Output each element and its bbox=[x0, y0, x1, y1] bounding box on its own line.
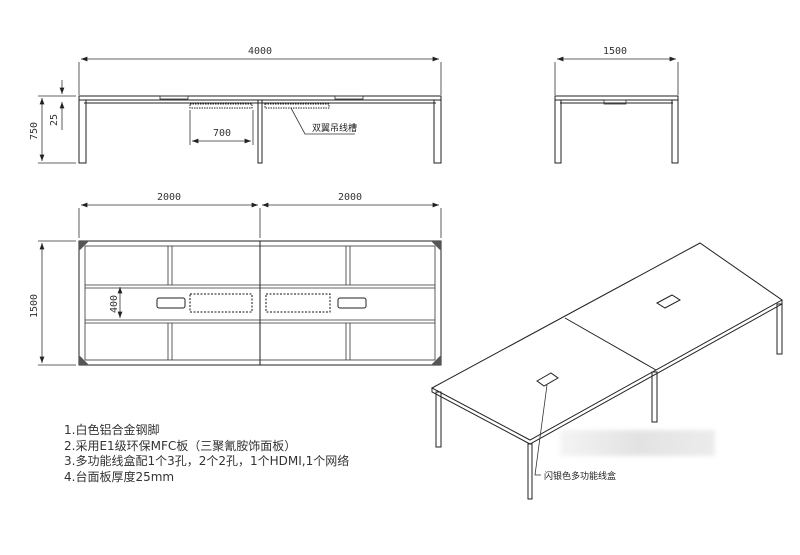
cable-tray-right bbox=[264, 103, 330, 109]
cable-grid-right bbox=[265, 293, 331, 313]
dim-inner: 400 bbox=[109, 295, 120, 313]
notes-list: 1.白色铝合金钢脚 2.采用E1级环保MFC板（三聚氰胺饰面板） 3.多功能线盒… bbox=[64, 423, 349, 485]
note-item: 2.采用E1级环保MFC板（三聚氰胺饰面板） bbox=[64, 438, 297, 453]
cable-tray-left bbox=[189, 103, 253, 109]
tabletop bbox=[78, 95, 442, 101]
dim-left: 2000 bbox=[157, 192, 181, 203]
note-item: 3.多功能线盒配1个3孔，2个2孔，1个HDMI,1个网络 bbox=[64, 454, 350, 468]
dim-height: 750 bbox=[29, 122, 40, 140]
leg-left bbox=[78, 99, 87, 164]
leg-middle bbox=[257, 99, 263, 164]
tray-label: 双翼吊线槽 bbox=[312, 122, 357, 134]
note-item: 4.台面板厚度25mm bbox=[64, 469, 175, 484]
dim-plan-width: 1500 bbox=[29, 294, 40, 318]
dim-length: 4000 bbox=[248, 46, 272, 57]
box-label: 闪银色多功能线盒 bbox=[544, 470, 616, 482]
cable-grid-left bbox=[189, 293, 253, 313]
dim-width: 1500 bbox=[603, 46, 627, 57]
leg-right bbox=[433, 99, 442, 164]
blurred-watermark bbox=[560, 430, 715, 456]
dim-thickness: 25 bbox=[49, 114, 60, 126]
dim-right: 2000 bbox=[338, 192, 362, 203]
side-view: 1500 bbox=[554, 46, 679, 164]
note-item: 1.白色铝合金钢脚 bbox=[64, 423, 160, 437]
plan-view: 2000 2000 1500 400 bbox=[29, 192, 442, 366]
dim-tray: 700 bbox=[213, 128, 231, 139]
front-view: 4000 700 双翼吊线槽 750 25 bbox=[29, 46, 442, 164]
perspective-view: 闪银色多功能线盒 bbox=[430, 242, 783, 500]
